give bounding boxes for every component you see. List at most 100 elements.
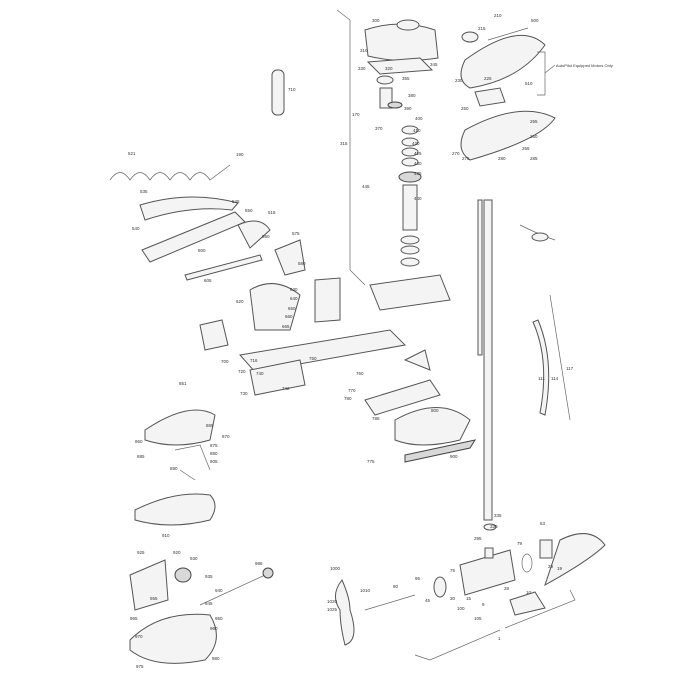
mid-housing-part [249, 283, 301, 331]
part-number-label: 1000 [330, 566, 341, 571]
part-number-label: 940 [215, 588, 223, 593]
part-number-label: 986 [255, 561, 263, 566]
part-number-label: 370 [375, 126, 383, 131]
front-cap-part [433, 576, 447, 598]
bushing-part [376, 75, 394, 85]
autopilot-base-part [460, 110, 556, 161]
part-number-label: 870 [222, 434, 230, 439]
part-number-label: 1020 [327, 599, 338, 604]
part-number-label: 955 [150, 596, 158, 601]
part-number-label: 785 [372, 416, 380, 421]
cap-part [461, 31, 479, 43]
part-number-label: 905 [210, 459, 218, 464]
part-number-label: 665 [282, 324, 290, 329]
part-number-label: 800 [431, 408, 439, 413]
side-plate-part [139, 196, 239, 221]
part-number-label: 650 [288, 306, 296, 311]
steering-cable-part [199, 574, 266, 606]
foot-pedal-part [144, 409, 216, 446]
handle-frame-part [141, 211, 246, 263]
part-number-label: 660 [285, 314, 293, 319]
connector-part [531, 232, 549, 242]
inner-shaft [477, 199, 483, 356]
spring-assembly-part [314, 277, 341, 323]
part-number-label: 900 [450, 454, 458, 459]
part-number-label: 19 [557, 566, 563, 571]
part-number-label: 890 [170, 466, 178, 471]
part-number-label: 1010 [360, 588, 371, 593]
part-number-label: 521 [128, 151, 136, 156]
stow-bracket-part [403, 349, 431, 371]
part-number-label: 355 [402, 76, 410, 81]
small-plate-part [199, 319, 229, 351]
decal-part [487, 27, 529, 41]
part-number-label: 345 [430, 62, 438, 67]
part-number-label: 605 [204, 278, 212, 283]
part-number-label: 230 [455, 78, 463, 83]
composite-shaft [483, 199, 493, 521]
circuit-board-part [474, 87, 506, 107]
part-number-label: 716 [250, 358, 258, 363]
coil-module-part [271, 69, 285, 116]
part-number-label: 300 [372, 18, 380, 23]
lower-bracket-part [364, 379, 441, 416]
part-number-label: 742 [282, 386, 290, 391]
part-number-label: 620 [236, 299, 244, 304]
part-number-label: 100 [457, 606, 465, 611]
part-number-label: 935 [205, 574, 213, 579]
part-number-label: 950 [215, 616, 223, 621]
part-number-label: 865 [206, 423, 214, 428]
brush-holder-part [539, 539, 553, 559]
cover-collar-part [396, 19, 420, 31]
part-number-label: 63 [540, 521, 546, 526]
propeller-part [335, 579, 355, 646]
part-number-label: 710 [288, 87, 296, 92]
part-number-label: 280 [498, 156, 506, 161]
part-number-label: 930 [190, 556, 198, 561]
part-number-label: 28 [504, 586, 510, 591]
bottom-plate-part [129, 613, 217, 664]
part-number-label: 545 [232, 199, 240, 204]
part-number-label: 390 [404, 106, 412, 111]
part-number-label: 270 [452, 151, 460, 156]
part-number-label: 445 [362, 184, 370, 189]
part-number-label: 885 [137, 454, 145, 459]
gasket-plate-part [366, 57, 434, 75]
part-number-label: 975 [136, 664, 144, 669]
part-number-label: 215 [478, 26, 486, 31]
column-mount-block [369, 274, 451, 311]
part-number-label: 225 [484, 76, 492, 81]
part-number-label: 285 [530, 156, 538, 161]
column-stack [398, 125, 422, 267]
cam-parts [129, 559, 169, 611]
part-number-label: 255 [530, 119, 538, 124]
part-number-label: 295 [474, 536, 482, 541]
part-number-label: 750 [309, 356, 317, 361]
part-number-label: 860 [135, 439, 143, 444]
o-ring-part [521, 553, 533, 573]
part-number-label: 330 [358, 66, 366, 71]
part-number-label: 730 [240, 391, 248, 396]
autopilot-cover-part [460, 34, 546, 89]
base-rail-part [239, 329, 407, 373]
pedal-bracket-part [237, 220, 271, 249]
part-number-label: 260 [530, 134, 538, 139]
part-number-label: 920 [173, 550, 181, 555]
shaft-bracket [336, 9, 366, 286]
part-number-label: 515 [268, 210, 276, 215]
pulley-part [174, 567, 192, 583]
lower-cover-part [394, 407, 471, 446]
leader-line [549, 294, 571, 421]
part-number-label: 720 [238, 369, 246, 374]
part-number-label: 29 [548, 564, 554, 569]
part-number-label: 550 [245, 208, 253, 213]
part-number-label: 250 [461, 106, 469, 111]
part-number-label: 880 [210, 451, 218, 456]
part-number-label: 9 [482, 602, 485, 607]
part-number-label: 335 [494, 513, 502, 518]
part-number-label: 875 [210, 443, 218, 448]
lever-arm-part [184, 254, 263, 281]
part-number-label: 925 [137, 550, 145, 555]
part-number-label: 910 [162, 533, 170, 538]
part-number-label: 851 [179, 381, 187, 386]
